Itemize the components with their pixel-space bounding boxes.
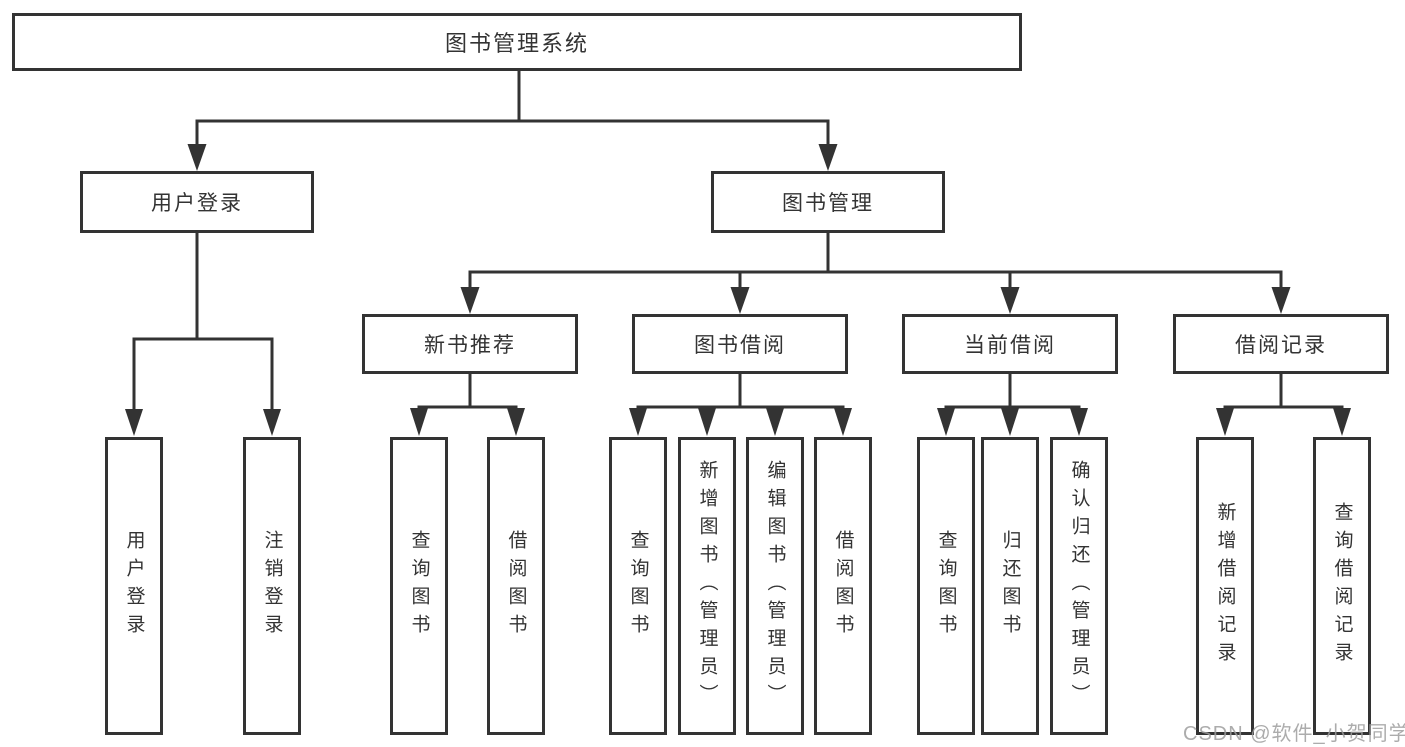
arrowhead [187, 144, 207, 171]
arrowhead [263, 409, 281, 436]
arrowhead [1070, 408, 1088, 436]
node-borrow-record-label: 借阅记录 [1235, 334, 1327, 357]
edge-current-to-leaves [937, 372, 1088, 436]
leaf-return-book: 归还图书 [981, 437, 1039, 735]
edge-bookmgmt-to-level3 [460, 231, 1291, 314]
leaf-borrow-book-label: 借阅图书 [832, 530, 854, 642]
edge-userlogin-to-leaves [125, 231, 281, 436]
leaf-query-book-borrow-label: 查询图书 [627, 530, 649, 642]
leaf-return-book-label: 归还图书 [999, 530, 1021, 642]
arrowhead [766, 408, 784, 436]
arrowhead [1333, 408, 1351, 436]
node-current-borrow-label: 当前借阅 [964, 334, 1056, 357]
leaf-logout-login: 注销登录 [243, 437, 301, 735]
arrowhead [507, 408, 525, 436]
leaf-user-login-label: 用户登录 [123, 530, 145, 642]
leaf-query-borrow-record: 查询借阅记录 [1313, 437, 1371, 735]
node-borrow-record: 借阅记录 [1173, 314, 1389, 374]
edge-recommend-to-leaves [410, 372, 525, 436]
leaf-edit-book-admin-label: 编辑图书（管理员） [764, 460, 786, 712]
arrowhead [125, 409, 143, 436]
node-user-login: 用户登录 [80, 171, 314, 233]
leaf-query-borrow-record-label: 查询借阅记录 [1331, 502, 1353, 670]
leaf-user-login: 用户登录 [105, 437, 163, 735]
leaf-query-book-current: 查询图书 [917, 437, 975, 735]
leaf-confirm-return-admin-label: 确认归还（管理员） [1068, 460, 1090, 712]
leaf-query-book-recommend: 查询图书 [390, 437, 448, 735]
leaf-edit-book-admin: 编辑图书（管理员） [746, 437, 804, 735]
edge-root-to-level2 [187, 68, 838, 171]
leaf-add-borrow-record: 新增借阅记录 [1196, 437, 1254, 735]
node-new-book-recommend-label: 新书推荐 [424, 334, 516, 357]
arrowhead [834, 408, 852, 436]
node-root: 图书管理系统 [12, 13, 1022, 71]
arrowhead [937, 408, 955, 436]
arrowhead [1271, 287, 1291, 314]
edge-borrow-to-leaves [629, 372, 852, 436]
leaf-borrow-book-recommend: 借阅图书 [487, 437, 545, 735]
leaf-borrow-book: 借阅图书 [814, 437, 872, 735]
leaf-add-borrow-record-label: 新增借阅记录 [1214, 502, 1236, 670]
edge-records-to-leaves [1216, 372, 1351, 436]
watermark: CSDN @软件_小贺同学 [1183, 723, 1405, 745]
node-book-management-label: 图书管理 [782, 192, 874, 215]
node-current-borrow: 当前借阅 [902, 314, 1118, 374]
arrowhead [410, 408, 428, 436]
arrowhead [818, 144, 838, 171]
arrowhead [460, 287, 480, 314]
node-book-borrow-label: 图书借阅 [694, 334, 786, 357]
arrowhead [1216, 408, 1234, 436]
arrowhead [698, 408, 716, 436]
leaf-borrow-book-recommend-label: 借阅图书 [505, 530, 527, 642]
leaf-query-book-borrow: 查询图书 [609, 437, 667, 735]
arrowhead [1000, 287, 1020, 314]
leaf-logout-login-label: 注销登录 [261, 530, 283, 642]
leaf-query-book-recommend-label: 查询图书 [408, 530, 430, 642]
node-book-borrow: 图书借阅 [632, 314, 848, 374]
node-new-book-recommend: 新书推荐 [362, 314, 578, 374]
arrowhead [1001, 408, 1019, 436]
leaf-confirm-return-admin: 确认归还（管理员） [1050, 437, 1108, 735]
node-user-login-label: 用户登录 [151, 192, 243, 215]
leaf-query-book-current-label: 查询图书 [935, 530, 957, 642]
arrowhead [730, 287, 750, 314]
leaf-add-book-admin: 新增图书（管理员） [678, 437, 736, 735]
leaf-add-book-admin-label: 新增图书（管理员） [696, 460, 718, 712]
node-book-management: 图书管理 [711, 171, 945, 233]
node-root-label: 图书管理系统 [444, 31, 589, 56]
arrowhead [629, 408, 647, 436]
